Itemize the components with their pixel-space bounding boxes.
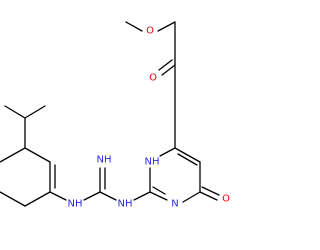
atom-o-ring: O bbox=[222, 194, 230, 205]
bond-ester-co-2 bbox=[158, 59, 173, 71]
bond-naryl-ar bbox=[49, 191, 67, 201]
chemical-structure: O O NH N O NH NH NH bbox=[0, 21, 231, 210]
bond-ring-co-1 bbox=[199, 191, 218, 201]
bond-ipr-me1 bbox=[4, 105, 26, 119]
atom-labels: O O NH N O NH NH NH bbox=[68, 26, 231, 210]
atom-n1: N bbox=[171, 199, 178, 210]
bond-ar-2 bbox=[24, 147, 51, 163]
bond-ring-c4-c5 bbox=[174, 147, 201, 163]
bond-nh-cg bbox=[99, 191, 117, 201]
bond-ipr-me2 bbox=[24, 105, 46, 119]
atom-o-ester: O bbox=[146, 26, 154, 37]
bond-ring-n1-c2-a bbox=[149, 191, 168, 201]
bond-methyl-o bbox=[125, 21, 143, 32]
atom-o-ester-carbonyl: O bbox=[149, 73, 157, 84]
atom-n-aryl: NH bbox=[68, 199, 83, 210]
bond-group bbox=[0, 21, 220, 207]
bond-ar-5 bbox=[0, 191, 26, 207]
bond-ring-co-2 bbox=[201, 186, 220, 196]
bond-ring-c6-n1 bbox=[182, 191, 201, 203]
bond-ar-3 bbox=[0, 147, 26, 163]
bond-ring-n3-c4 bbox=[159, 147, 176, 157]
bond-ring-n1-c2-b bbox=[152, 186, 166, 195]
bond-ring-c4-c5-inner bbox=[177, 153, 198, 166]
bond-ar-4 bbox=[24, 191, 51, 207]
bond-cg-naryl bbox=[83, 191, 101, 201]
bond-c2-nh bbox=[133, 191, 151, 201]
bond-ester-co-1 bbox=[161, 64, 176, 76]
bond-o-carbonyl bbox=[157, 21, 176, 32]
atom-n3-h: NH bbox=[145, 157, 160, 168]
atom-n-link: NH bbox=[118, 199, 133, 210]
atom-n-imine: NH bbox=[97, 155, 112, 166]
